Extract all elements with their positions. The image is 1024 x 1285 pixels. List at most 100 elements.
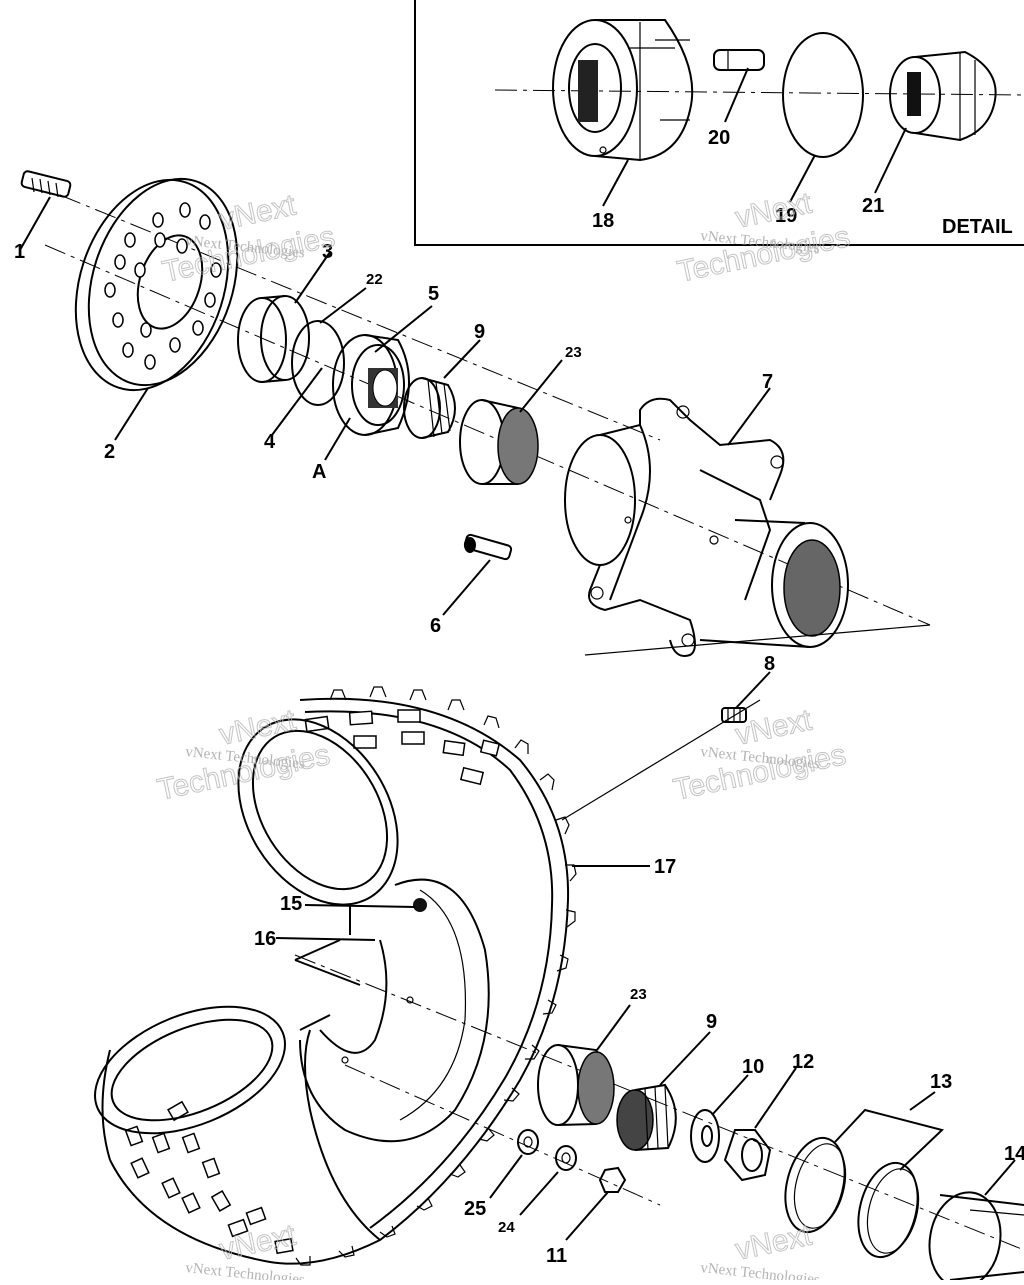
part-6-screw <box>463 533 513 561</box>
label-17: 17 <box>654 856 676 878</box>
part-10-washer <box>690 1109 720 1163</box>
label-20: 20 <box>708 127 730 149</box>
label-11: 11 <box>546 1245 567 1267</box>
part-9-bearing-upper <box>403 377 456 439</box>
leader-23b <box>596 1004 631 1051</box>
leader-16a <box>275 937 376 941</box>
leader-9b <box>659 1031 711 1086</box>
ref-line-2 <box>561 699 761 821</box>
leader-16b <box>294 939 341 961</box>
part-23-cup-lower <box>537 1044 615 1126</box>
label-6: 6 <box>430 615 441 637</box>
part-5-collar <box>332 334 410 436</box>
label-5: 5 <box>428 283 439 305</box>
label-22: 22 <box>366 271 383 288</box>
label-7: 7 <box>762 371 773 393</box>
part-13-rings <box>784 1136 920 1259</box>
watermark-4: vNext vNext Technologies Technologies <box>670 703 849 807</box>
detail-border <box>414 0 1024 246</box>
part-16-rim <box>299 878 490 1143</box>
label-15: 15 <box>280 893 302 915</box>
leader-9a <box>443 339 481 379</box>
leader-10 <box>711 1074 749 1116</box>
leader-21 <box>874 127 907 194</box>
label-1: 1 <box>14 241 25 263</box>
label-18: 18 <box>592 210 614 232</box>
part-22-washer <box>291 320 345 406</box>
label-25: 25 <box>464 1198 486 1220</box>
upper-axis-line-1 <box>59 194 661 441</box>
label-9a: 9 <box>474 321 485 343</box>
label-21: 21 <box>862 195 884 217</box>
leader-23a <box>519 359 563 413</box>
label-2: 2 <box>104 441 115 463</box>
svg-text:Technologies: Technologies <box>671 738 849 807</box>
part-19-ring <box>782 32 864 158</box>
lower-axis-line-1 <box>294 954 1024 1251</box>
label-A: A <box>312 461 326 483</box>
part-14-cap <box>928 1191 1024 1285</box>
leader-6 <box>442 559 491 616</box>
label-12: 12 <box>792 1051 814 1073</box>
part-25-washer <box>517 1129 539 1155</box>
part-7-hub <box>564 397 849 657</box>
leader-1 <box>19 196 51 251</box>
label-13: 13 <box>930 1071 952 1093</box>
part-11-nut <box>598 1166 627 1193</box>
leader-20 <box>724 67 749 123</box>
label-23a: 23 <box>565 344 582 361</box>
ref-line-1 <box>584 624 931 656</box>
leader-13 <box>834 1108 944 1171</box>
part-3-seal <box>237 295 310 383</box>
part-24-lockwasher <box>555 1145 577 1171</box>
leader-8 <box>735 671 771 709</box>
part-9-bearing-lower <box>616 1083 677 1151</box>
detail-label: DETAIL <box>942 216 1013 238</box>
svg-text:Technologies: Technologies <box>155 738 333 807</box>
leader-22 <box>319 287 367 324</box>
leader-25 <box>489 1154 523 1199</box>
leader-3 <box>294 251 331 304</box>
leader-4 <box>271 367 323 436</box>
part-20-pin <box>713 49 765 71</box>
watermark-5: vNext vNext Technologies <box>185 1218 306 1285</box>
label-8: 8 <box>764 653 775 675</box>
svg-text:vNext: vNext <box>733 186 816 234</box>
part-23-cup-upper <box>459 399 539 485</box>
leader-16c <box>294 959 361 986</box>
part-17-tire <box>94 686 577 1266</box>
label-9b: 9 <box>706 1011 717 1033</box>
detail-axis-line <box>494 89 1024 96</box>
label-3: 3 <box>322 241 333 263</box>
watermark-2: vNext vNext Technologies Technologies <box>674 186 853 289</box>
part-1-bolt <box>20 170 72 198</box>
label-24: 24 <box>498 1219 515 1236</box>
upper-axis-line-2 <box>44 244 931 626</box>
svg-text:vNext: vNext <box>217 703 300 751</box>
label-4: 4 <box>264 431 276 453</box>
label-23b: 23 <box>630 986 647 1003</box>
part-2-brake-disc <box>74 177 239 392</box>
svg-text:vNext: vNext <box>733 703 816 751</box>
label-19: 19 <box>775 205 797 227</box>
leader-18 <box>602 159 629 207</box>
svg-text:vNext Technologies: vNext Technologies <box>700 1260 821 1280</box>
leader-19 <box>789 154 816 203</box>
svg-text:vNext: vNext <box>733 1218 816 1266</box>
part-18-collar <box>552 19 694 162</box>
part-12-nut <box>723 1129 772 1182</box>
leader-14 <box>984 1159 1016 1196</box>
lower-axis-line-2 <box>344 1064 661 1206</box>
leader-13-tip <box>909 1091 936 1111</box>
part-21-nut <box>889 50 997 142</box>
leader-15 <box>304 904 416 908</box>
leader-24 <box>519 1171 559 1216</box>
leader-5 <box>374 305 433 353</box>
leader-2 <box>114 387 149 441</box>
label-16: 16 <box>254 928 276 950</box>
leader-11 <box>565 1191 609 1241</box>
detail-inset: 18 20 19 21 DETAIL <box>414 0 1024 246</box>
label-14: 14 <box>1004 1143 1024 1165</box>
